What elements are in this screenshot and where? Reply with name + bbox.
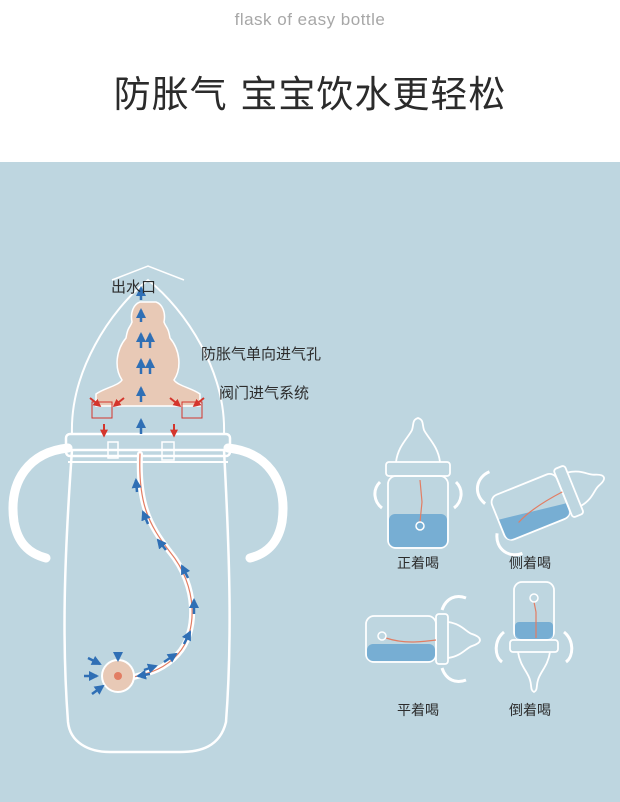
bottle-inverted [494,581,574,694]
position-label-inverted: 倒着喝 [509,703,551,719]
valve-box-right [181,401,203,419]
valve-label-2: 阀门进气系统 [219,384,310,402]
illustration-panel [0,162,620,802]
position-label-upright: 正着喝 [397,556,439,572]
nipple [95,301,201,407]
bottle-horizontal [365,595,481,683]
valve-label-1: 防胀气单向进气孔 [201,345,322,363]
bottle-body [63,448,231,754]
flow-arrows-ball [84,652,151,696]
flow-arrows-up [136,286,155,434]
valve-box-left [91,401,113,419]
position-label-tilted: 侧着喝 [509,556,551,572]
bottle-illustration [8,265,605,754]
subtitle: flask of easy bottle [234,10,386,29]
outlet-label: 出水口 [111,278,157,296]
page-title: 防胀气 宝宝饮水更轻松 [113,73,507,116]
header: flask of easy bottle 防胀气 宝宝饮水更轻松 [0,0,620,162]
bottle-collar [64,432,232,458]
valve-arrows [89,397,205,438]
bottle-cap [70,278,226,435]
main-bottle [8,265,288,754]
left-handle [8,443,73,563]
bottle-upright [373,417,463,549]
flow-arrows-straw [131,478,199,674]
position-label-horizontal: 平着喝 [397,703,439,719]
bottle-tilted [475,465,605,557]
right-handle [223,443,288,563]
